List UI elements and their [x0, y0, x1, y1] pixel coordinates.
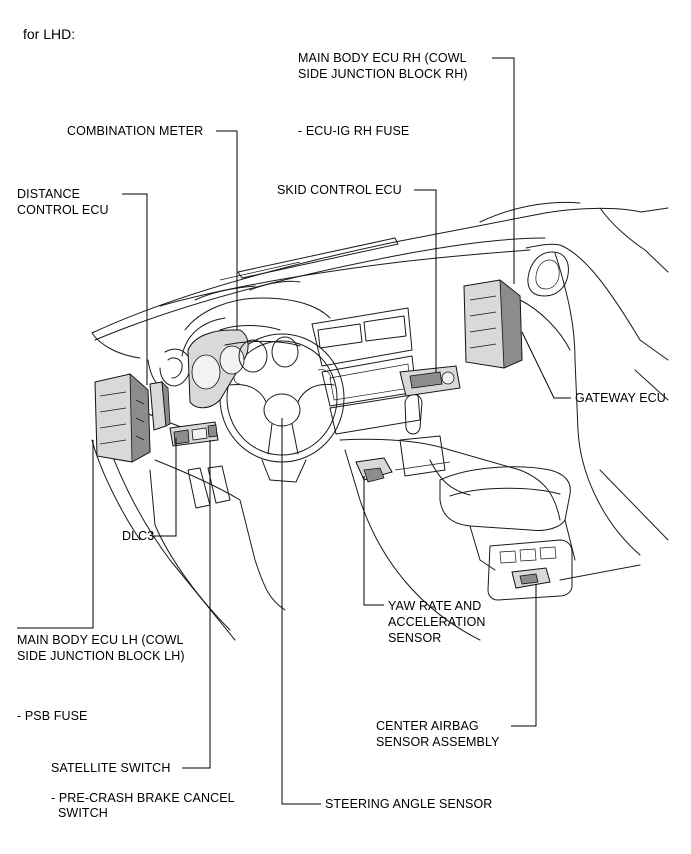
- label-satellite-switch: SATELLITE SWITCH: [51, 761, 171, 775]
- combination-meter-part: [187, 325, 301, 409]
- label-center-airbag-line2: SENSOR ASSEMBLY: [376, 735, 500, 749]
- label-dlc3: DLC3: [122, 529, 155, 543]
- label-yaw-rate-line2: ACCELERATION: [388, 615, 486, 629]
- main-body-ecu-rh-part: [463, 279, 523, 369]
- label-yaw-rate-line1: YAW RATE AND: [388, 599, 482, 613]
- label-distance-control-ecu-line1: DISTANCE: [17, 187, 81, 201]
- label-main-body-ecu-rh-line1: MAIN BODY ECU RH (COWL: [298, 51, 467, 65]
- label-main-body-ecu-rh-line2: SIDE JUNCTION BLOCK RH): [298, 67, 468, 81]
- label-main-body-ecu-lh-line2: SIDE JUNCTION BLOCK LH): [17, 649, 185, 663]
- skid-control-ecu-part: [399, 365, 461, 397]
- label-gateway-ecu: GATEWAY ECU: [575, 391, 666, 405]
- diagram-title: for LHD:: [23, 26, 76, 42]
- label-pre-crash-line1: - PRE-CRASH BRAKE CANCEL: [51, 791, 235, 805]
- main-body-ecu-lh-part: [94, 373, 151, 463]
- dlc3-part: [169, 421, 219, 447]
- leader-lines: [17, 57, 571, 805]
- label-psb-fuse: - PSB FUSE: [17, 709, 88, 723]
- label-skid-control-ecu: SKID CONTROL ECU: [277, 183, 402, 197]
- label-steering-angle-sensor: STEERING ANGLE SENSOR: [325, 797, 493, 811]
- label-combination-meter: COMBINATION METER: [67, 124, 204, 138]
- yaw-rate-sensor-part: [355, 457, 393, 483]
- label-ecu-ig-rh-fuse: - ECU-IG RH FUSE: [298, 124, 410, 138]
- dashboard-outline: [91, 201, 669, 641]
- label-center-airbag-line1: CENTER AIRBAG: [376, 719, 479, 733]
- label-main-body-ecu-lh-line1: MAIN BODY ECU LH (COWL: [17, 633, 184, 647]
- center-airbag-sensor-part: [511, 567, 551, 589]
- distance-control-ecu-part: [149, 380, 171, 431]
- label-pre-crash-line2: SWITCH: [58, 806, 108, 820]
- label-distance-control-ecu-line2: CONTROL ECU: [17, 203, 109, 217]
- label-yaw-rate-line3: SENSOR: [388, 631, 442, 645]
